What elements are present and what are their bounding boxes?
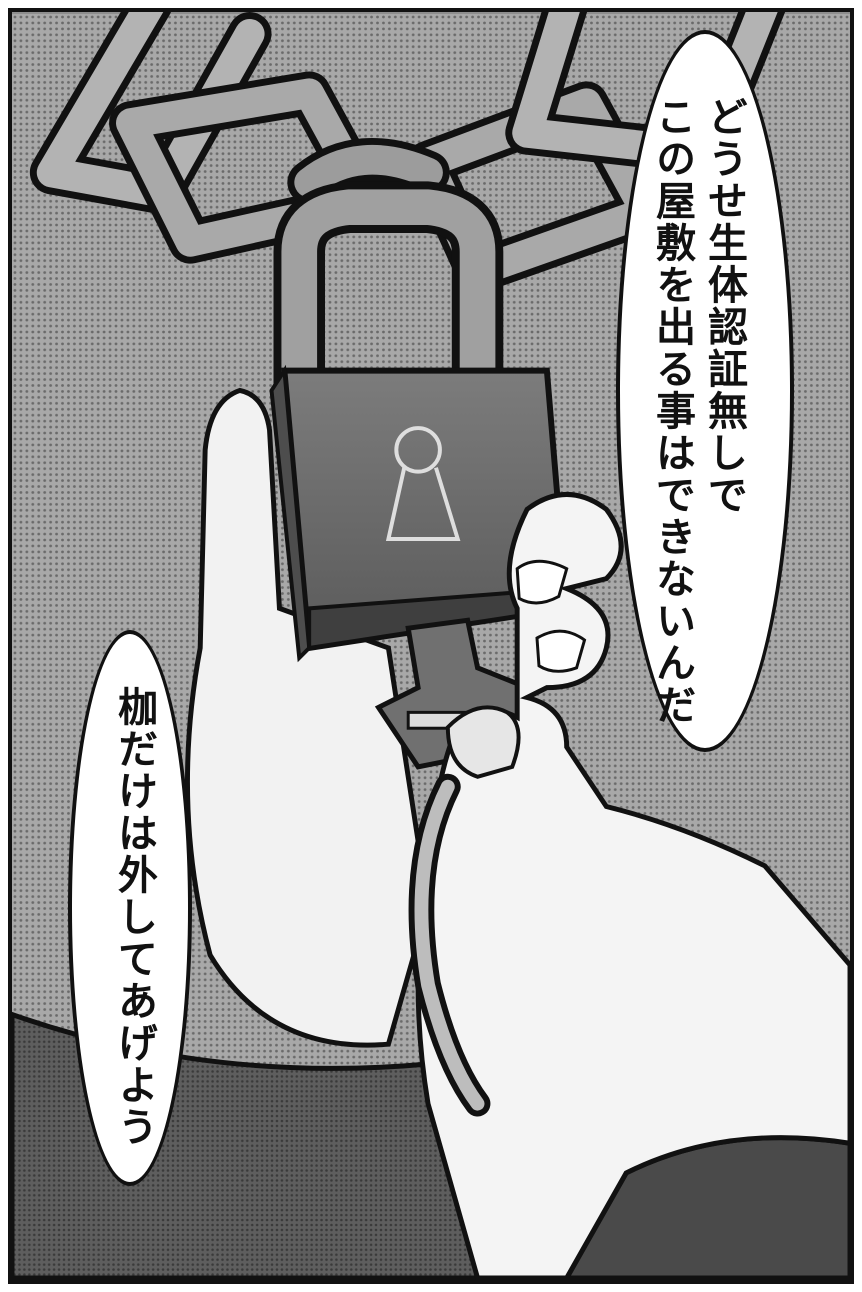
speech-line-1: どうせ生体認証無しで [701, 96, 747, 516]
speech-line-2: この屋敷を出る事はできないんだ [649, 96, 695, 726]
manga-panel: どうせ生体認証無しで この屋敷を出る事はできないんだ 枷だけは外してあげよう [8, 8, 854, 1284]
fingernail-2 [535, 629, 587, 673]
fingernail [515, 559, 569, 605]
speech-text-right: どうせ生体認証無しで この屋敷を出る事はできないんだ [646, 96, 750, 726]
chain-icon [29, 12, 786, 417]
speech-text-left: 枷だけは外してあげよう [108, 686, 160, 1148]
padlock-icon [269, 364, 570, 663]
hanging-chain-highlight [414, 779, 485, 1111]
speech-bubble-right: どうせ生体認証無しで この屋敷を出る事はできないんだ [616, 30, 794, 752]
thumb [445, 705, 521, 779]
speech-line-1: 枷だけは外してあげよう [111, 686, 157, 1148]
left-hand [185, 387, 431, 1048]
keyhole-icon [385, 426, 461, 542]
speech-bubble-left: 枷だけは外してあげよう [68, 630, 192, 1186]
